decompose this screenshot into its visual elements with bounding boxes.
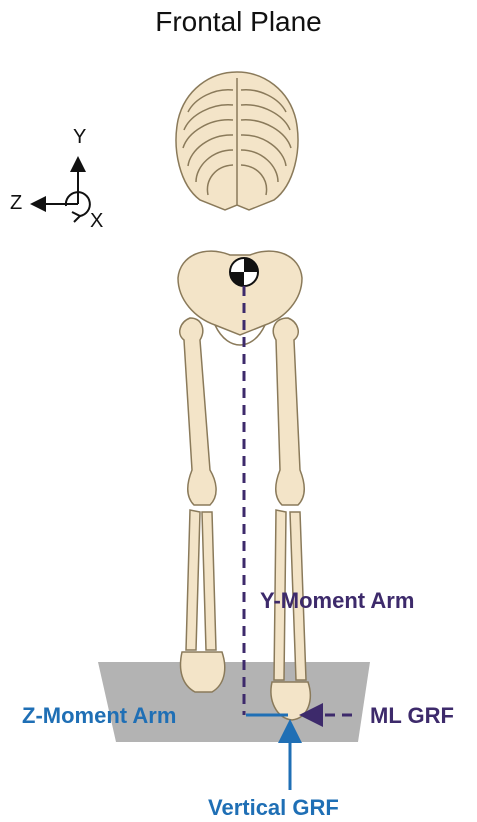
axis-x-label: X bbox=[90, 210, 103, 233]
z-moment-arm-label: Z-Moment Arm bbox=[22, 703, 176, 729]
ribcage bbox=[176, 72, 298, 210]
right-leg bbox=[271, 318, 310, 720]
axis-y-label: Y bbox=[73, 126, 86, 149]
y-moment-arm-label: Y-Moment Arm bbox=[260, 588, 414, 614]
coordinate-axes-icon bbox=[32, 158, 90, 222]
left-leg bbox=[180, 318, 225, 692]
center-of-mass-icon bbox=[230, 258, 258, 286]
force-plate bbox=[98, 662, 370, 742]
vertical-grf-label: Vertical GRF bbox=[208, 795, 339, 821]
axis-z-label: Z bbox=[10, 192, 22, 215]
ml-grf-label: ML GRF bbox=[370, 703, 454, 729]
